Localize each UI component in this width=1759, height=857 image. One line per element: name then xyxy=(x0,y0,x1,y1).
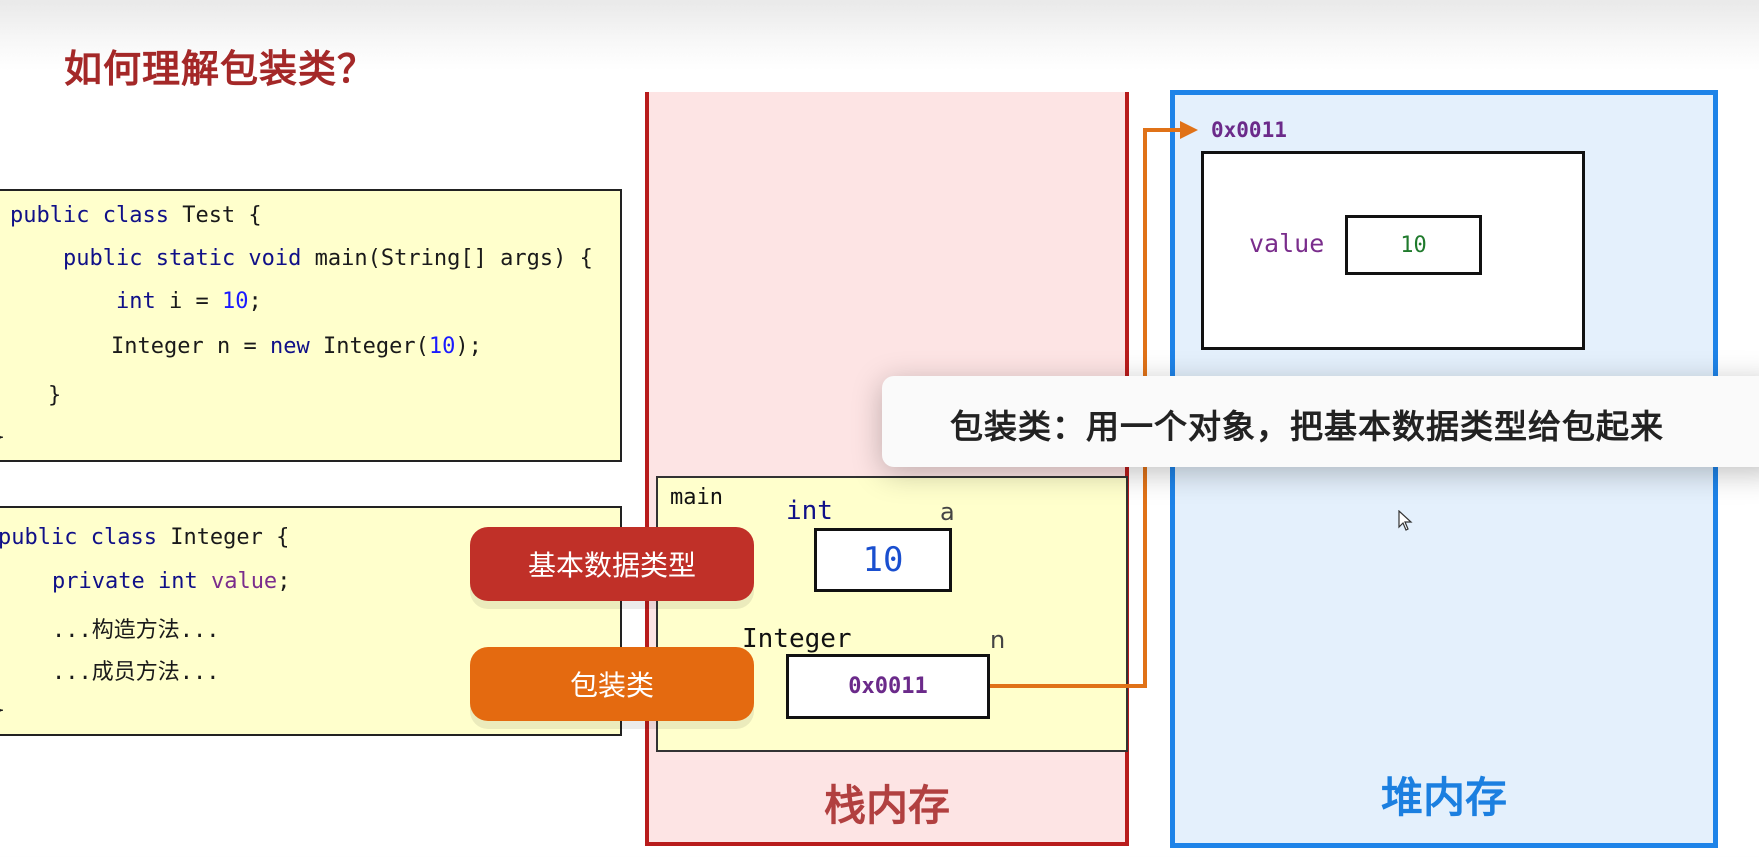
frame-name: main xyxy=(670,485,723,510)
object-field-cell: 10 xyxy=(1345,215,1482,275)
code-line: } xyxy=(48,383,61,408)
heap-memory-label: 堆内存 xyxy=(1380,773,1507,822)
code-token: 10 xyxy=(221,289,249,314)
code-token: Integer { xyxy=(156,525,290,550)
code-line: } xyxy=(0,698,5,723)
code-token: value xyxy=(210,569,278,594)
code-line: } xyxy=(0,425,5,450)
code-line: ...构造方法... xyxy=(52,612,219,644)
code-token: Test { xyxy=(168,203,262,228)
definition-callout xyxy=(882,376,1759,467)
primitive-type-badge-label: 基本数据类型 xyxy=(527,549,696,582)
code-token: ...成员方法... xyxy=(52,660,220,685)
code-token: public static void xyxy=(63,246,302,271)
code-token: Integer( xyxy=(309,334,429,359)
var-n-type: Integer xyxy=(742,624,852,654)
code-token: main(String[] args) { xyxy=(301,246,593,271)
var-n-reference-value: 0x0011 xyxy=(848,674,928,699)
code-line: ...成员方法... xyxy=(52,654,219,686)
var-n-name: n xyxy=(990,626,1006,654)
code-token: int xyxy=(116,289,156,314)
primitive-type-badge: 基本数据类型 xyxy=(470,527,754,601)
definition-callout-text: 包装类：用一个对象，把基本数据类型给包起来 xyxy=(950,407,1664,446)
code-token: public class xyxy=(0,525,157,550)
code-token: Integer n = xyxy=(111,334,270,359)
code-token: public class xyxy=(10,203,169,228)
code-line: public class Integer { xyxy=(0,525,289,550)
object-field-value: 10 xyxy=(1400,232,1427,258)
code-token: ; xyxy=(277,569,291,594)
code-token: private int xyxy=(52,569,198,594)
code-token: } xyxy=(0,698,5,723)
code-line: public class Test { xyxy=(10,203,262,228)
object-field-name: value xyxy=(1249,229,1325,258)
code-line: private int value; xyxy=(52,569,290,594)
code-token: } xyxy=(48,383,62,408)
reference-arrow-head xyxy=(1180,121,1198,139)
code-line: int i = 10; xyxy=(116,289,262,314)
var-a-name: a xyxy=(940,498,955,526)
mouse-cursor-icon xyxy=(1398,510,1413,531)
code-line: Integer n = new Integer(10); xyxy=(111,334,482,359)
code-token: ...构造方法... xyxy=(52,618,220,643)
wrapper-class-badge: 包装类 xyxy=(470,647,754,721)
code-token: ); xyxy=(455,334,482,359)
code-token: new xyxy=(269,334,310,359)
slide-title: 如何理解包装类？ xyxy=(64,47,377,91)
stack-memory-label: 栈内存 xyxy=(823,781,950,830)
heap-object-address: 0x0011 xyxy=(1211,118,1287,142)
var-a-type: int xyxy=(786,496,833,526)
code-block-test: public class Test { public static void m… xyxy=(0,189,622,462)
var-a-value: 10 xyxy=(862,540,904,580)
wrapper-class-badge-label: 包装类 xyxy=(569,669,654,702)
code-token: ; xyxy=(248,289,262,314)
code-token: i = xyxy=(155,289,222,314)
code-line: public static void main(String[] args) { xyxy=(63,246,593,271)
code-token: } xyxy=(0,425,5,450)
integer-object-box xyxy=(1201,151,1585,350)
var-a-cell: 10 xyxy=(814,528,952,592)
var-n-cell: 0x0011 xyxy=(786,654,990,719)
code-token: 10 xyxy=(428,334,456,359)
